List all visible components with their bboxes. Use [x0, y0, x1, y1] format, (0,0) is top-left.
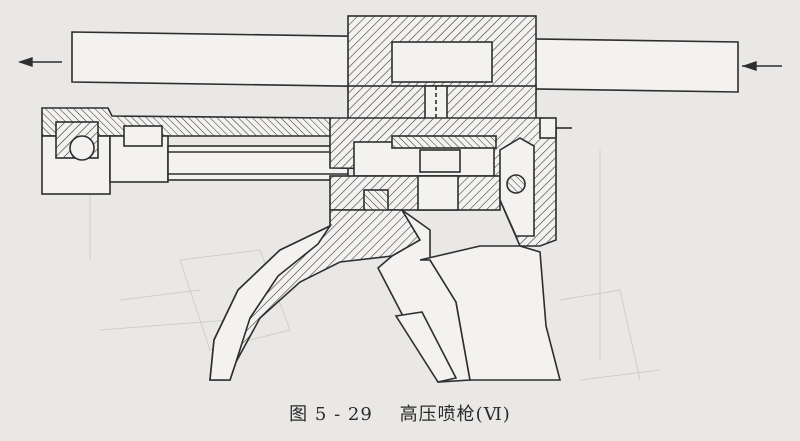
gun-barrel — [41, 107, 355, 195]
clamp-block — [347, 15, 537, 131]
figure-title: 高压喷枪(Ⅵ) — [399, 404, 511, 425]
figure-caption: 图 5 - 29 高压喷枪(Ⅵ) — [0, 400, 800, 426]
flow-arrow-right — [741, 61, 782, 71]
flow-arrow-left — [17, 57, 62, 67]
trigger-lever — [499, 137, 535, 237]
figure-label: 图 5 - 29 — [289, 404, 373, 425]
gun-handle — [209, 209, 562, 383]
